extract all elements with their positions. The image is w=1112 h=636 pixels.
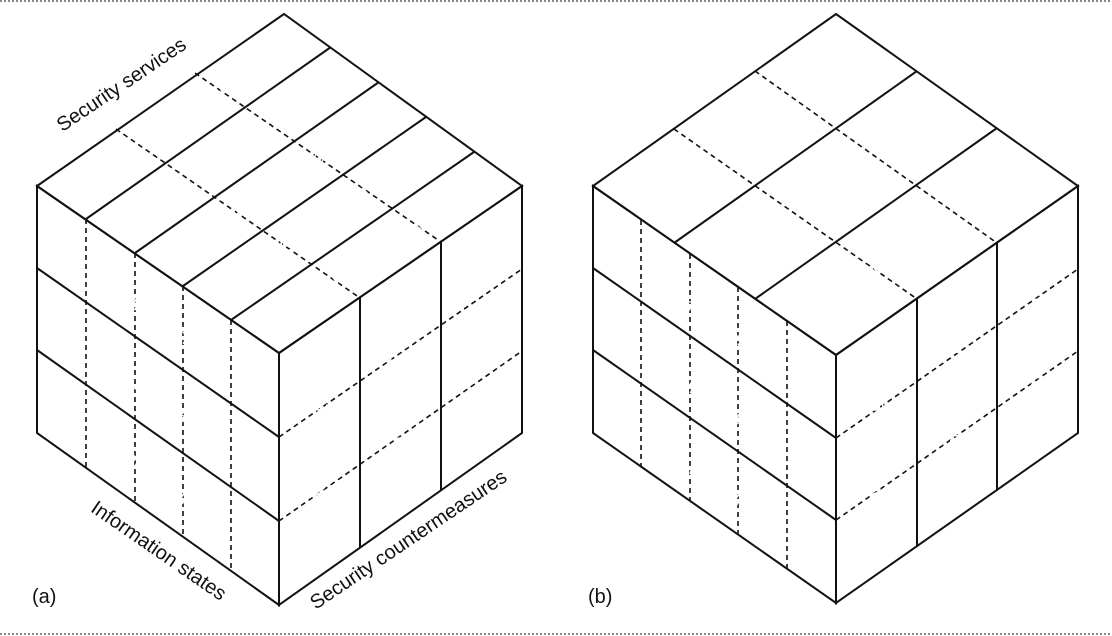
cube-a-right-label: People [470, 308, 491, 367]
cube-b: Transmission Storage Processing Confiden… [588, 12, 1080, 608]
cube-b-top-label: Storage [800, 165, 867, 220]
cube-b-top-label: Transmission [701, 97, 806, 177]
cube-b-right-label: Human factors [1026, 267, 1047, 391]
cube-a-axis-security-countermeasures: Security countermeasures [306, 466, 511, 614]
cube-b-left-label: Availability [673, 451, 759, 519]
panel-label-b: (b) [588, 586, 612, 608]
cube-b-right-label: Technology [865, 404, 886, 501]
panel-label-a: (a) [32, 586, 56, 608]
cube-a-left-label: Transmission [107, 280, 211, 361]
cube-a-left-label: Processing [117, 448, 206, 519]
cube-a-grid-lines [36, 46, 523, 571]
cube-b-right-label: Policy and practices [945, 304, 966, 473]
cube-a-top-label: Integrity [200, 122, 268, 177]
cube-a-top-label: Availability [144, 82, 230, 150]
cube-a-left-label: Storage [128, 373, 195, 428]
cube-b-right-face [835, 184, 1079, 605]
cube-b-left-label: Integrity [681, 376, 749, 432]
cube-a-axis-information-states: Information states [87, 497, 230, 605]
cube-a-right-label: Technology [309, 404, 330, 501]
cube-b-grid-lines [592, 70, 1079, 569]
cube-a: Availability Integrity Authentication Co… [32, 12, 524, 614]
cube-a-right-label: Policy and practice [389, 316, 410, 475]
cube-b-top-label: Processing [870, 213, 960, 283]
